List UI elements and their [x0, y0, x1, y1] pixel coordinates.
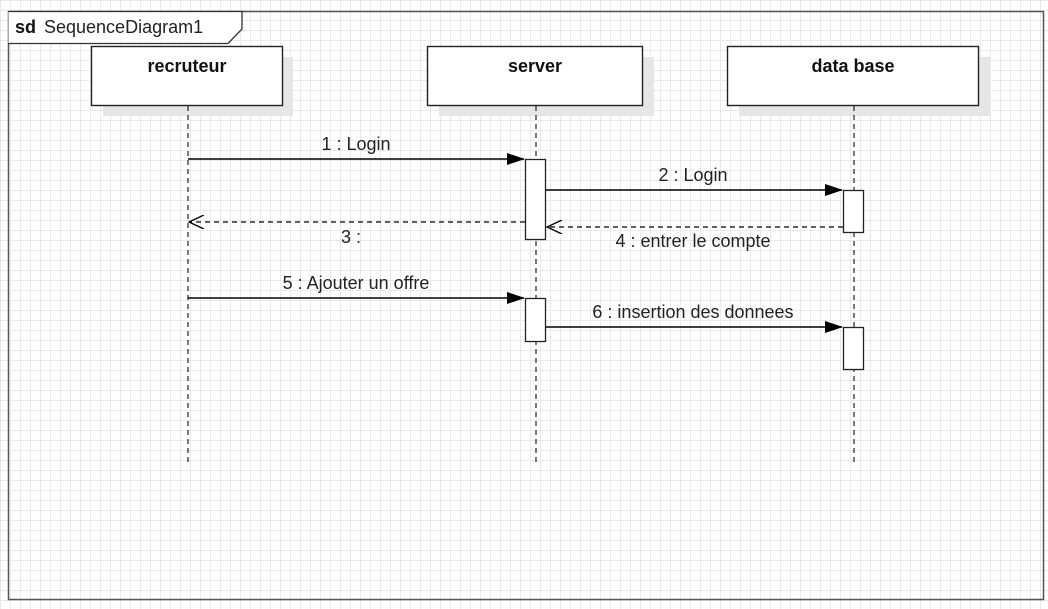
message-label-2: 2 : Login	[658, 165, 727, 185]
lifeline-head-server[interactable]	[426, 45, 644, 107]
activation-server-1[interactable]	[524, 158, 547, 241]
activation-data-base-2[interactable]	[842, 326, 865, 371]
message-label-5: 5 : Ajouter un offre	[283, 273, 430, 293]
diagram-frame	[7, 10, 1045, 601]
message-label-1: 1 : Login	[321, 134, 390, 154]
lifeline-head-data-base[interactable]	[726, 45, 980, 107]
lifeline-label: data base	[811, 56, 894, 76]
activation-server-2[interactable]	[524, 297, 547, 343]
frame-title: SequenceDiagram1	[44, 17, 203, 37]
lifeline-label: server	[508, 56, 562, 76]
activation-data-base-1[interactable]	[842, 189, 865, 234]
lifeline-server[interactable]: server	[426, 45, 655, 466]
lifeline-recruteur[interactable]: recruteur	[90, 45, 294, 466]
message-label-4: 4 : entrer le compte	[615, 231, 770, 251]
frame-tab	[8, 10, 243, 45]
lifeline-head-recruteur[interactable]	[90, 45, 284, 107]
lifeline-label: recruteur	[147, 56, 226, 76]
frame-keyword: sd	[15, 17, 36, 37]
message-label-6: 6 : insertion des donnees	[592, 302, 793, 322]
lifeline-data-base[interactable]: data base	[726, 45, 991, 466]
message-label-3: 3 :	[341, 227, 361, 247]
